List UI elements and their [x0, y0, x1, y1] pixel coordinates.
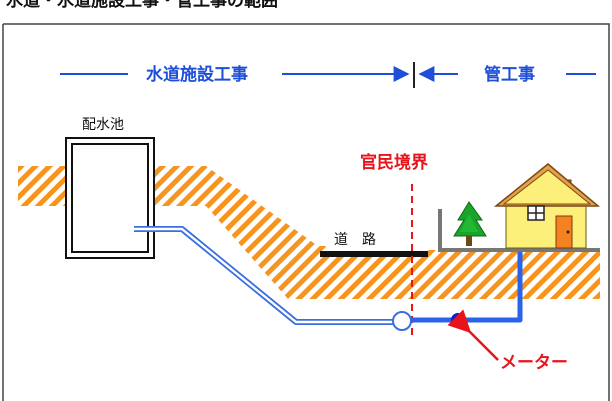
reservoir-label: 配水池	[82, 117, 124, 133]
diagram-frame	[2, 23, 610, 401]
reservoir-inner	[71, 143, 149, 253]
valve-circle	[392, 311, 412, 331]
road-surface	[320, 251, 428, 257]
ground-hatch	[18, 166, 600, 299]
meter-arrow	[447, 309, 499, 361]
section-pipe-label: 管工事	[484, 64, 535, 85]
section-water-facility-label: 水道施設工事	[146, 64, 248, 85]
header-title: 水道・水道施設工事・管工事の範囲	[6, 0, 278, 11]
meter-label: メーター	[500, 353, 568, 373]
water-main-pipe-inner	[134, 227, 400, 324]
tree-icon	[453, 201, 487, 246]
meter-icon	[451, 313, 465, 327]
house-icon	[493, 163, 601, 249]
property-fence	[438, 209, 600, 252]
road-label: 道 路	[334, 232, 376, 248]
boundary-label: 官民境界	[360, 152, 428, 173]
